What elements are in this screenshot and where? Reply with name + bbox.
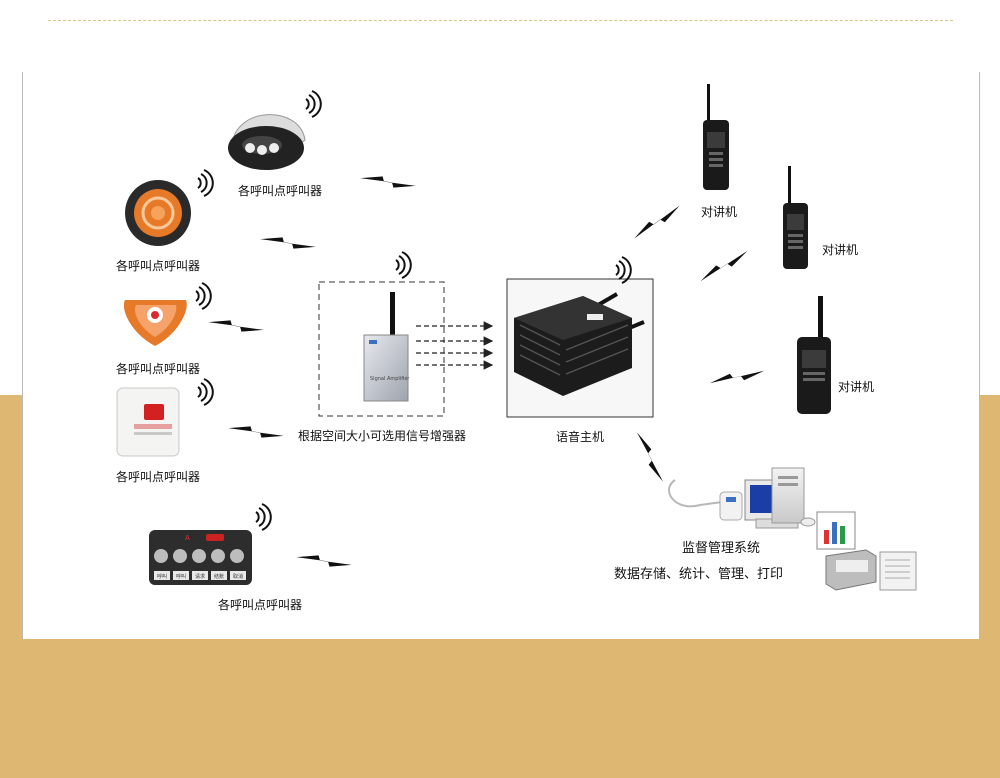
caller-device-5: A 呼叫 呼叫 请求 结账 取消 [149, 530, 252, 585]
signal-wave-icon [197, 378, 214, 406]
radio-label-3: 对讲机 [838, 380, 875, 394]
signal-wave-icon [255, 503, 272, 531]
repeater-device-label: Signal Amplifier [370, 376, 410, 382]
signal-wave-icon [197, 169, 214, 197]
host-label: 语音主机 [556, 430, 605, 444]
repeater-dashed-box [318, 281, 445, 417]
repeater-label: 根据空间大小可选用信号增强器 [298, 429, 467, 443]
signal-wave-icon [195, 282, 212, 310]
lightning-bolt-icon [700, 250, 748, 282]
repeater-device: Signal Amplifier [363, 292, 410, 402]
signal-wave-icon [395, 251, 412, 279]
lightning-bolt-icon [208, 320, 264, 332]
keypad-key-3: 请求 [195, 573, 205, 580]
lightning-bolt-icons [208, 176, 765, 567]
radio-label-2: 对讲机 [822, 243, 859, 257]
lightning-bolt-icon [360, 176, 416, 188]
lightning-bolt-icon [296, 555, 352, 567]
top-dashed-rule [48, 20, 953, 21]
monitor-system-subtitle: 数据存储、统计、管理、打印 [614, 567, 784, 582]
keypad-key-5: 取消 [233, 573, 243, 580]
radio-device-2 [783, 166, 808, 269]
radio-device-1 [703, 84, 729, 190]
lightning-bolt-icon [260, 237, 316, 249]
lightning-bolt-icon [634, 205, 680, 239]
caller-label-4: 各呼叫点呼叫器 [116, 470, 201, 484]
lightning-bolt-icon [228, 426, 284, 438]
signal-wave-icons [195, 90, 632, 531]
signal-wave-icon [615, 256, 632, 284]
caller-label-1: 各呼叫点呼叫器 [238, 184, 323, 198]
keypad-key-1: 呼叫 [157, 573, 167, 580]
radio-device-3 [797, 296, 831, 414]
signal-wave-icon [305, 90, 322, 118]
voice-host-device [514, 292, 645, 396]
radio-label-1: 对讲机 [701, 205, 738, 219]
caller-device-4 [116, 387, 180, 457]
lightning-bolt-icon [636, 432, 664, 482]
caller-label-5: 各呼叫点呼叫器 [218, 598, 303, 612]
monitor-system-title: 监督管理系统 [682, 541, 761, 556]
keypad-key-4: 结账 [214, 573, 224, 580]
keypad-key-2: 呼叫 [176, 573, 186, 580]
monitoring-system-devices [668, 467, 917, 591]
caller-label-2: 各呼叫点呼叫器 [116, 259, 201, 273]
keypad-brand-mark: A [185, 534, 190, 542]
caller-device-3 [123, 300, 187, 346]
caller-label-3: 各呼叫点呼叫器 [116, 362, 201, 376]
lightning-bolt-icon [709, 370, 765, 384]
caller-device-1 [228, 114, 306, 170]
repeater-to-host-arrows [416, 321, 494, 370]
caller-device-2 [125, 180, 191, 246]
